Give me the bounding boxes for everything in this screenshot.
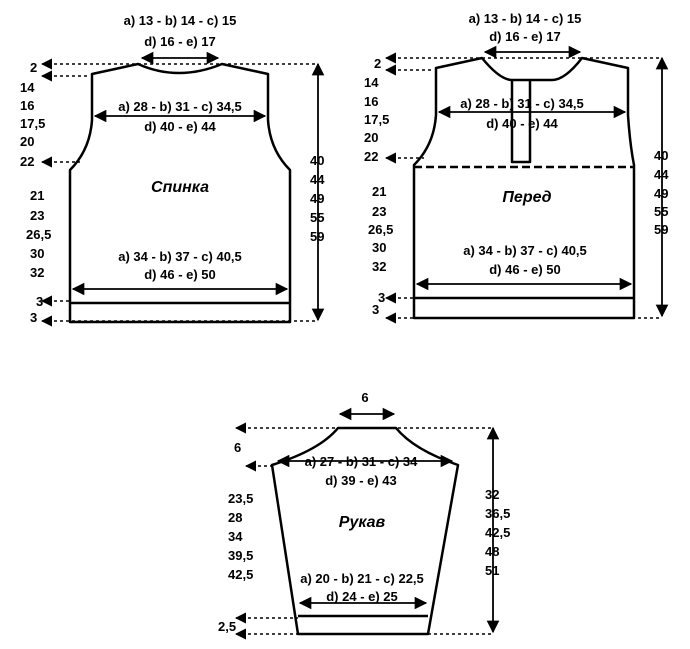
back-hip-label-2: d) 46 - e) 50 — [144, 267, 216, 282]
front-left-bottom-1: 3 — [372, 302, 379, 317]
sleeve-title: Рукав — [339, 514, 386, 531]
back-left-top-1: 14 — [20, 80, 35, 95]
front-left-mid-3: 30 — [372, 240, 386, 255]
sleeve-lower-label-1: a) 20 - b) 21 - c) 22,5 — [300, 571, 424, 586]
back-left-bottom-1: 3 — [30, 310, 37, 325]
sleeve-right-0: 32 — [485, 487, 499, 502]
back-right-1: 44 — [310, 172, 325, 187]
sleeve-left-2: 34 — [228, 529, 243, 544]
front-left-top-4: 20 — [364, 130, 378, 145]
back-left-mid-3: 30 — [30, 246, 44, 261]
back-chest-label-1: a) 28 - b) 31 - c) 34,5 — [118, 99, 242, 114]
front-neck-label-1: a) 13 - b) 14 - c) 15 — [469, 11, 582, 26]
front-hip-label-1: a) 34 - b) 37 - c) 40,5 — [463, 243, 587, 258]
sleeve-upper-label-2: d) 39 - e) 43 — [325, 473, 397, 488]
back-left-mid-2: 26,5 — [26, 227, 51, 242]
front-right-2: 49 — [654, 186, 668, 201]
back-hip-label-1: a) 34 - b) 37 - c) 40,5 — [118, 249, 242, 264]
sleeve-right-4: 51 — [485, 563, 499, 578]
front-neck-label-2: d) 16 - e) 17 — [489, 29, 561, 44]
back-right-2: 49 — [310, 191, 324, 206]
back-left-top-5: 22 — [20, 154, 34, 169]
back-left-mid-0: 21 — [30, 188, 44, 203]
front-chest-label-1: a) 28 - b) 31 - c) 34,5 — [460, 96, 584, 111]
back-chest-label-2: d) 40 - e) 44 — [144, 119, 216, 134]
front-left-top-3: 17,5 — [364, 112, 389, 127]
front-placket — [510, 80, 532, 164]
front-right-0: 40 — [654, 148, 668, 163]
back-right-0: 40 — [310, 153, 324, 168]
front-left-top-5: 22 — [364, 149, 378, 164]
back-right-3: 55 — [310, 210, 324, 225]
back-right-4: 59 — [310, 229, 324, 244]
back-outline — [68, 62, 292, 324]
front-left-mid-4: 32 — [372, 259, 386, 274]
sleeve-cap-height-label: 6 — [234, 440, 241, 455]
sleeve-left-3: 39,5 — [228, 548, 253, 563]
front-hip-label-2: d) 46 - e) 50 — [489, 262, 561, 277]
sleeve-panel: 6 6 a) 27 - b) 31 - c) 34 d) 39 - e) 43 … — [218, 390, 510, 640]
front-right-1: 44 — [654, 167, 669, 182]
sleeve-right-1: 36,5 — [485, 506, 510, 521]
sleeve-top-width-label: 6 — [361, 390, 368, 405]
sleeve-lower-label-2: d) 24 - e) 25 — [326, 589, 398, 604]
back-left-top-4: 20 — [20, 134, 34, 149]
sleeve-upper-label-1: a) 27 - b) 31 - c) 34 — [305, 454, 418, 469]
back-title: Спинка — [151, 179, 209, 196]
front-left-bottom-0: 3 — [378, 290, 385, 305]
back-left-mid-4: 32 — [30, 265, 44, 280]
sleeve-right-2: 42,5 — [485, 525, 510, 540]
back-left-mid-1: 23 — [30, 208, 44, 223]
front-left-top-2: 16 — [364, 94, 378, 109]
sleeve-right-3: 48 — [485, 544, 499, 559]
back-left-top-3: 17,5 — [20, 116, 45, 131]
front-left-top-1: 14 — [364, 75, 379, 90]
back-left-top-0: 2 — [30, 60, 37, 75]
front-outline — [412, 56, 636, 320]
back-left-top-2: 16 — [20, 98, 34, 113]
back-neck-label-2: d) 16 - e) 17 — [144, 34, 216, 49]
back-panel: a) 13 - b) 14 - c) 15 d) 16 - e) 17 a) 2… — [20, 13, 325, 327]
front-right-4: 59 — [654, 222, 668, 237]
front-left-mid-2: 26,5 — [368, 222, 393, 237]
back-neck-label-1: a) 13 - b) 14 - c) 15 — [124, 13, 237, 28]
front-right-3: 55 — [654, 204, 668, 219]
sleeve-left-0: 23,5 — [228, 491, 253, 506]
front-left-mid-0: 21 — [372, 184, 386, 199]
front-left-top-0: 2 — [374, 56, 381, 71]
front-chest-label-2: d) 40 - e) 44 — [486, 116, 558, 131]
front-left-mid-1: 23 — [372, 204, 386, 219]
front-panel: a) 13 - b) 14 - c) 15 d) 16 - e) 17 a) 2… — [364, 11, 669, 324]
back-left-bottom-0: 3 — [36, 294, 43, 309]
sleeve-bottom-left-label: 2,5 — [218, 619, 236, 634]
sleeve-left-4: 42,5 — [228, 567, 253, 582]
sleeve-left-1: 28 — [228, 510, 242, 525]
front-title: Перед — [502, 189, 551, 206]
